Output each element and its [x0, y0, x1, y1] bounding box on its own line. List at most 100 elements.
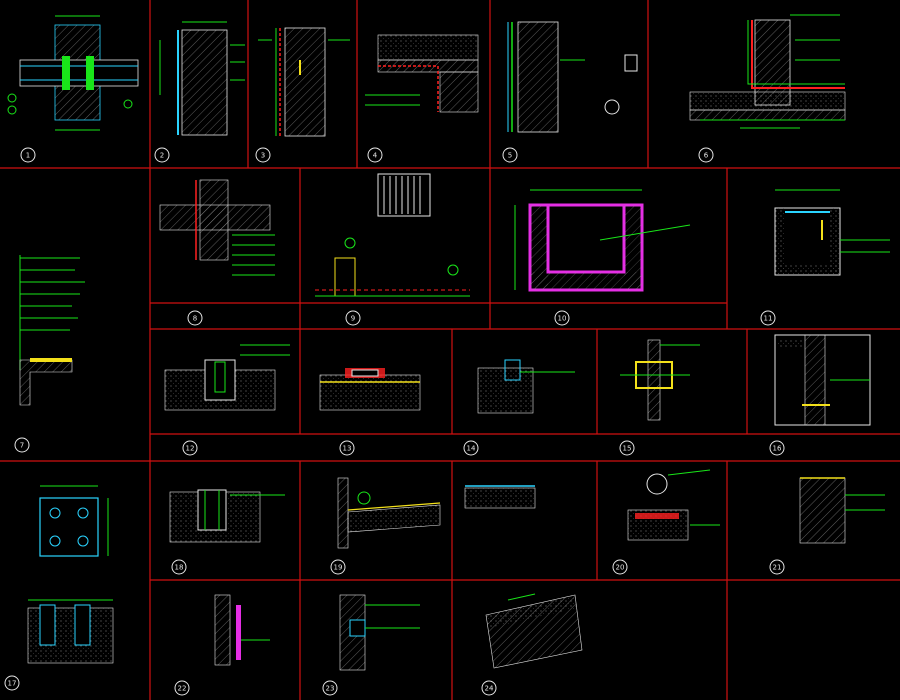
- detail-marker-circle: [698, 147, 714, 163]
- detail-marker-circle: [367, 147, 383, 163]
- detail-number: 15: [623, 445, 632, 453]
- detail-18-drawing: [169, 489, 285, 543]
- detail-marker-circle: [769, 440, 785, 456]
- detail-marker-circle: [463, 440, 479, 456]
- detail-marker-3: 3: [255, 147, 271, 163]
- detail-number: 8: [193, 315, 197, 323]
- detail-22-drawing: [27, 599, 114, 664]
- detail-marker-1: 1: [20, 147, 36, 163]
- detail-marker-circle: [345, 310, 361, 326]
- detail-number: 7: [20, 442, 24, 450]
- detail-marker-15: 15: [619, 440, 635, 456]
- detail-2-drawing: [159, 21, 245, 136]
- detail-3-drawing: [258, 27, 350, 137]
- detail-marker-19: 19: [330, 559, 346, 575]
- detail-number: 11: [764, 315, 773, 323]
- detail-marker-circle: [502, 147, 518, 163]
- detail-17-drawing: [39, 485, 109, 557]
- detail-number: 2: [160, 152, 164, 160]
- detail-number: 22: [178, 685, 187, 693]
- detail-4-drawing: [365, 34, 479, 113]
- detail-marker-circle: [20, 147, 36, 163]
- detail-number: 24: [485, 685, 494, 693]
- detail-marker-14: 14: [463, 440, 479, 456]
- detail-number: 17: [8, 680, 17, 688]
- detail-number: 19: [334, 564, 343, 572]
- detail-marker-circle: [330, 559, 346, 575]
- detail-marker-2: 2: [154, 147, 170, 163]
- detail-25-drawing: [485, 593, 583, 669]
- detail-marker-17: 17: [4, 675, 20, 691]
- detail-marker-circle: [174, 680, 190, 696]
- detail-marker-6: 6: [698, 147, 714, 163]
- detail-marker-5: 5: [502, 147, 518, 163]
- detail-marker-circle: [154, 147, 170, 163]
- detail-5-drawing: [507, 21, 638, 133]
- detail-marker-4: 4: [367, 147, 383, 163]
- detail-16-drawing: [774, 334, 871, 426]
- detail-marker-7: 7: [14, 437, 30, 453]
- detail-marker-22: 22: [174, 680, 190, 696]
- detail-6-drawing: [689, 14, 846, 129]
- detail-marker-24: 24: [481, 680, 497, 696]
- detail-marker-11: 11: [760, 310, 776, 326]
- detail-number: 13: [343, 445, 352, 453]
- detail-number: 14: [467, 445, 476, 453]
- detail-24-drawing: [339, 594, 420, 671]
- detail-number: 16: [773, 445, 782, 453]
- detail-number: 23: [326, 685, 335, 693]
- detail-marker-8: 8: [187, 310, 203, 326]
- detail-marker-circle: [187, 310, 203, 326]
- detail-8-drawing: [159, 179, 275, 276]
- detail-marker-circle: [769, 559, 785, 575]
- detail-number: 9: [351, 315, 355, 323]
- detail-marker-circle: [14, 437, 30, 453]
- detail-marker-16: 16: [769, 440, 785, 456]
- detail-marker-circle: [619, 440, 635, 456]
- detail-number: 18: [175, 564, 184, 572]
- detail-number: 1: [26, 152, 30, 160]
- detail-9-drawing: [315, 173, 470, 297]
- detail-marker-circle: [182, 440, 198, 456]
- detail-number: 21: [773, 564, 782, 572]
- detail-marker-12: 12: [182, 440, 198, 456]
- detail-number: 5: [508, 152, 512, 160]
- detail-21-drawing: [799, 477, 885, 544]
- detail-number: 3: [261, 152, 265, 160]
- detail-marker-circle: [760, 310, 776, 326]
- detail-12-drawing: [164, 344, 290, 411]
- detail-marker-18: 18: [171, 559, 187, 575]
- detail-marker-circle: [339, 440, 355, 456]
- detail-number: 6: [704, 152, 709, 160]
- detail-number: 12: [186, 445, 195, 453]
- detail-marker-circle: [612, 559, 628, 575]
- detail-7-drawing: [19, 255, 85, 406]
- detail-marker-circle: [481, 680, 497, 696]
- detail-13-drawing: [319, 368, 421, 411]
- detail-marker-13: 13: [339, 440, 355, 456]
- detail-number: 20: [616, 564, 625, 572]
- detail-1-drawing: [7, 15, 139, 131]
- detail-20-drawing: [627, 469, 720, 541]
- detail-marker-circle: [322, 680, 338, 696]
- detail-11-drawing: [774, 189, 890, 276]
- detail-marker-circle: [4, 675, 20, 691]
- detail-number: 10: [558, 315, 567, 323]
- detail-marker-21: 21: [769, 559, 785, 575]
- detail-marker-circle: [554, 310, 570, 326]
- detail-marker-9: 9: [345, 310, 361, 326]
- detail-marker-20: 20: [612, 559, 628, 575]
- detail-marker-10: 10: [554, 310, 570, 326]
- detail-marker-circle: [171, 559, 187, 575]
- detail-19-drawing: [337, 477, 536, 549]
- detail-23-drawing: [214, 594, 270, 666]
- detail-10-drawing: [514, 189, 691, 292]
- detail-marker-23: 23: [322, 680, 338, 696]
- detail-15-drawing: [620, 339, 700, 421]
- detail-marker-circle: [255, 147, 271, 163]
- detail-number: 4: [373, 152, 378, 160]
- detail-14-drawing: [477, 359, 575, 414]
